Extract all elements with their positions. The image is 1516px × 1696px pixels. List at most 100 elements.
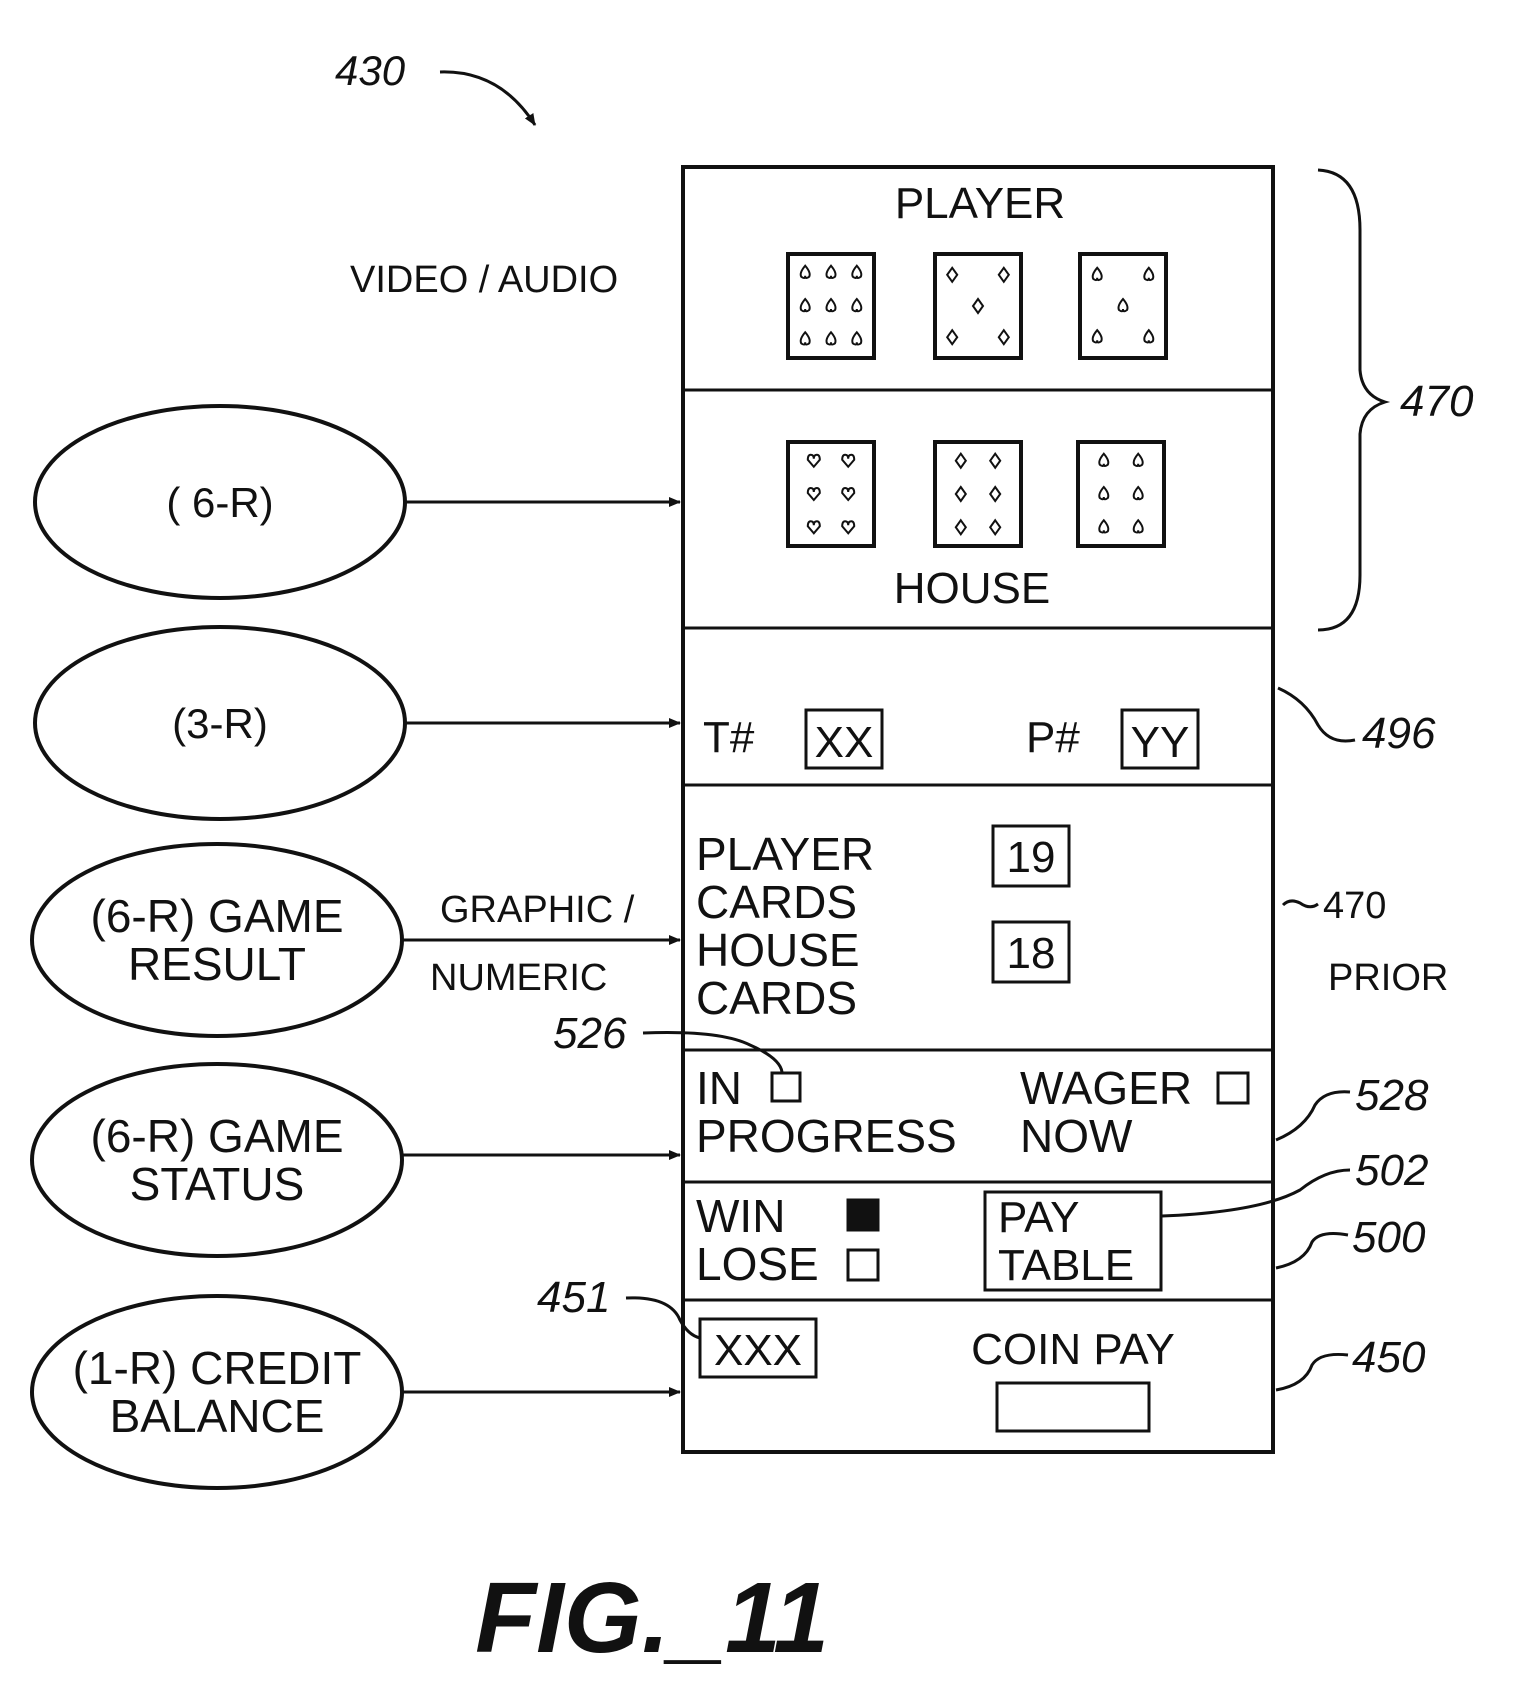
player-card-1 [788, 254, 874, 358]
ref-430-arrow [440, 72, 535, 125]
ref-430: 430 [335, 47, 406, 94]
brace-470 [1318, 170, 1385, 630]
spade-pip [852, 299, 861, 311]
spade-pip [827, 266, 836, 278]
leader-502 [1162, 1170, 1350, 1216]
house-label: HOUSE [894, 564, 1050, 613]
spade-pip [1093, 268, 1102, 280]
in-progress-indicator [772, 1073, 800, 1101]
spade-pip [1099, 487, 1108, 499]
player-number-value: YY [1131, 718, 1190, 767]
lose-indicator [848, 1250, 878, 1280]
spade-pip [827, 332, 836, 344]
card-outline [1080, 254, 1166, 358]
card-outline [935, 442, 1021, 546]
diamond-pip [956, 487, 966, 501]
in-progress-line2: PROGRESS [696, 1110, 957, 1162]
spade-pip [852, 266, 861, 278]
player-total-value: 19 [1007, 833, 1056, 882]
graphic-label: GRAPHIC / [440, 889, 635, 931]
wager-now-line1: WAGER [1020, 1062, 1192, 1114]
spade-pip [1119, 299, 1128, 311]
card-outline [788, 442, 874, 546]
leader-496 [1278, 688, 1355, 741]
video-audio-label: VIDEO / AUDIO [350, 259, 618, 301]
game-result-line1: (6-R) GAME [91, 890, 344, 942]
input-game-result: (6-R) GAME RESULT [32, 844, 402, 1036]
win-indicator [848, 1200, 878, 1230]
figure-caption: FIG._11 [475, 1562, 829, 1674]
ref-502: 502 [1355, 1146, 1428, 1195]
player-label: PLAYER [895, 179, 1065, 228]
coin-pay-label: COIN PAY [971, 1325, 1175, 1374]
pay-table-line2: TABLE [998, 1241, 1134, 1290]
heart-pip [808, 455, 820, 467]
diamond-pip [947, 330, 957, 344]
input-credit-balance: (1-R) CREDIT BALANCE [32, 1296, 402, 1488]
player-cards-line1: PLAYER [696, 828, 874, 880]
house-cards-line1: HOUSE [696, 924, 860, 976]
game-status-line2: STATUS [130, 1158, 305, 1210]
player-number-label: P# [1026, 713, 1080, 762]
game-status-line1: (6-R) GAME [91, 1110, 344, 1162]
in-progress-line1: IN [696, 1062, 742, 1114]
credit-balance-value: XXX [714, 1326, 802, 1375]
pay-table-line1: PAY [998, 1193, 1080, 1242]
ref-470-top: 470 [1400, 377, 1474, 426]
ref-500: 500 [1352, 1213, 1426, 1262]
ref-451: 451 [537, 1273, 610, 1322]
input-3r-label: (3-R) [172, 700, 268, 747]
spade-pip [1093, 330, 1102, 342]
ref-526: 526 [553, 1009, 627, 1058]
diamond-pip [990, 454, 1000, 468]
spade-pip [801, 332, 810, 344]
table-number-label: T# [703, 713, 755, 762]
leader-450 [1276, 1354, 1348, 1390]
spade-pip [1099, 520, 1108, 532]
house-cards-row [788, 442, 1164, 546]
spade-pip [1134, 454, 1143, 466]
player-cards-line2: CARDS [696, 876, 857, 928]
ref-470-prior: 470 [1323, 885, 1386, 927]
spade-pip [801, 299, 810, 311]
input-6r-label: ( 6-R) [166, 479, 273, 526]
spade-pip [1099, 454, 1108, 466]
player-card-2 [935, 254, 1021, 358]
diamond-pip [973, 299, 983, 313]
house-card-1 [788, 442, 874, 546]
spade-pip [1134, 520, 1143, 532]
input-3r: (3-R) [35, 627, 405, 819]
heart-pip [808, 521, 820, 533]
ref-528: 528 [1355, 1071, 1429, 1120]
spade-pip [827, 299, 836, 311]
house-card-3 [1078, 442, 1164, 546]
credit-line1: (1-R) CREDIT [73, 1342, 362, 1394]
prior-label: PRIOR [1328, 957, 1448, 999]
spade-pip [801, 266, 810, 278]
spade-pip [852, 332, 861, 344]
heart-pip [808, 488, 820, 500]
win-label: WIN [696, 1190, 785, 1242]
heart-pip [842, 521, 854, 533]
leader-528 [1276, 1092, 1350, 1140]
diamond-pip [947, 268, 957, 282]
player-card-3 [1080, 254, 1166, 358]
heart-pip [842, 455, 854, 467]
coin-pay-button[interactable] [997, 1383, 1149, 1431]
diamond-pip [990, 520, 1000, 534]
house-cards-line2: CARDS [696, 972, 857, 1024]
diamond-pip [990, 487, 1000, 501]
credit-line2: BALANCE [110, 1390, 325, 1442]
house-card-2 [935, 442, 1021, 546]
diamond-pip [956, 454, 966, 468]
wager-now-line2: NOW [1020, 1110, 1133, 1162]
ref-450: 450 [1352, 1333, 1426, 1382]
heart-pip [842, 488, 854, 500]
house-total-value: 18 [1007, 929, 1056, 978]
player-cards-row [788, 254, 1166, 358]
leader-500 [1276, 1234, 1348, 1268]
spade-pip [1144, 268, 1153, 280]
spade-pip [1134, 487, 1143, 499]
card-outline [935, 254, 1021, 358]
